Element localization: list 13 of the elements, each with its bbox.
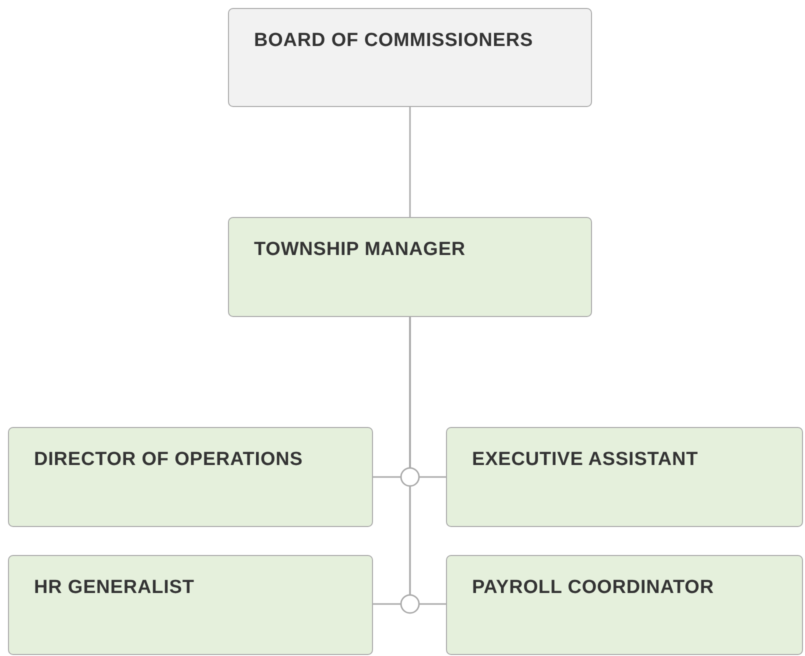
role-box — [228, 8, 592, 107]
connector-line — [409, 107, 411, 217]
role-title: BOARD OF COMMISSIONERS — [254, 29, 534, 53]
role-title: DIRECTOR OF OPERATIONS — [34, 448, 304, 472]
role-box — [8, 555, 373, 655]
role-box — [446, 427, 803, 527]
role-title: EXECUTIVE ASSISTANT — [472, 448, 700, 472]
role-title: HR GENERALIST — [34, 576, 196, 600]
role-box — [8, 427, 373, 527]
role-title: PAYROLL COORDINATOR — [472, 576, 715, 600]
role-box — [446, 555, 803, 655]
role-box — [228, 217, 592, 317]
role-title: TOWNSHIP MANAGER — [254, 238, 467, 262]
